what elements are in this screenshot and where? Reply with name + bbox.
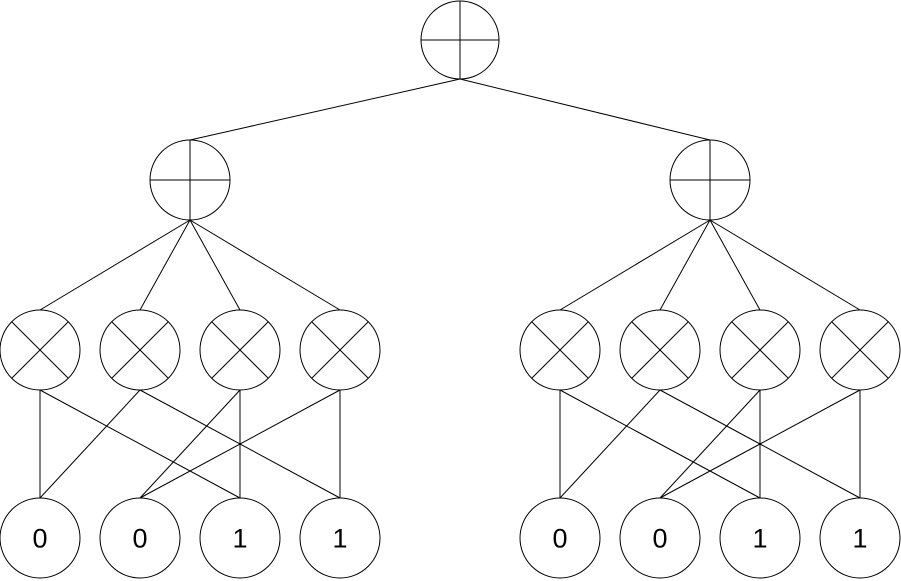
leaf-value-label: 0 [552,523,567,553]
times-icon [631,321,689,379]
edge-sum-left-prod-l2 [139,219,191,311]
leaf-node-leaf-r1: 0 [519,497,601,579]
leaf-node-leaf-l1: 0 [0,497,81,579]
plus-icon [670,140,750,220]
leaf-value-label: 0 [32,523,47,553]
times-icon [111,321,169,379]
edge-root-sum-right [459,78,711,141]
leaf-value-label: 1 [752,523,767,553]
leaf-node-leaf-l3: 1 [199,497,281,579]
times-icon [531,321,589,379]
product-node-prod-l2 [99,309,181,391]
edge-sum-right-prod-r1 [559,219,711,311]
sum-node-sum-right [669,139,751,221]
leaf-value-label: 0 [652,523,667,553]
edge-prod-l1-leaf-l3 [39,389,241,499]
leaf-value-label: 1 [852,523,867,553]
times-icon [211,321,269,379]
node-circle [199,497,281,579]
leaf-node-leaf-l2: 0 [99,497,181,579]
edges-layer [39,78,861,499]
edge-root-sum-left [189,78,461,141]
times-icon [311,321,369,379]
product-node-prod-r4 [819,309,901,391]
edge-sum-right-prod-r2 [659,219,711,311]
edge-sum-left-prod-l1 [39,219,191,311]
times-icon [11,321,69,379]
edge-sum-left-prod-l3 [189,219,241,311]
edge-prod-r4-leaf-r2 [659,389,861,499]
times-icon [731,321,789,379]
edge-sum-left-prod-l4 [189,219,341,311]
product-node-prod-r2 [619,309,701,391]
edge-prod-l4-leaf-l2 [139,389,341,499]
node-circle [619,497,701,579]
edge-prod-l3-leaf-l2 [139,389,241,499]
leaf-node-leaf-r4: 1 [819,497,901,579]
edge-prod-r3-leaf-r2 [659,389,761,499]
product-node-prod-l3 [199,309,281,391]
node-circle [99,497,181,579]
product-node-prod-r3 [719,309,801,391]
edge-sum-right-prod-r3 [709,219,761,311]
plus-icon [150,140,230,220]
edge-prod-r2-leaf-r1 [559,389,661,499]
product-node-prod-l1 [0,309,81,391]
edge-sum-right-prod-r4 [709,219,861,311]
leaf-value-label: 1 [332,523,347,553]
edge-prod-l2-leaf-l1 [39,389,141,499]
product-node-prod-l4 [299,309,381,391]
times-icon [831,321,889,379]
sum-node-sum-left [149,139,231,221]
sum-node-root [420,0,500,80]
leaf-node-leaf-r2: 0 [619,497,701,579]
node-circle [0,497,81,579]
leaf-node-leaf-r3: 1 [719,497,801,579]
node-circle [519,497,601,579]
node-circle [819,497,901,579]
leaf-node-leaf-l4: 1 [299,497,381,579]
node-circle [299,497,381,579]
leaf-value-label: 1 [232,523,247,553]
leaf-value-label: 0 [132,523,147,553]
plus-icon [421,1,499,79]
edge-prod-r1-leaf-r3 [559,389,761,499]
node-circle [719,497,801,579]
product-node-prod-r1 [519,309,601,391]
